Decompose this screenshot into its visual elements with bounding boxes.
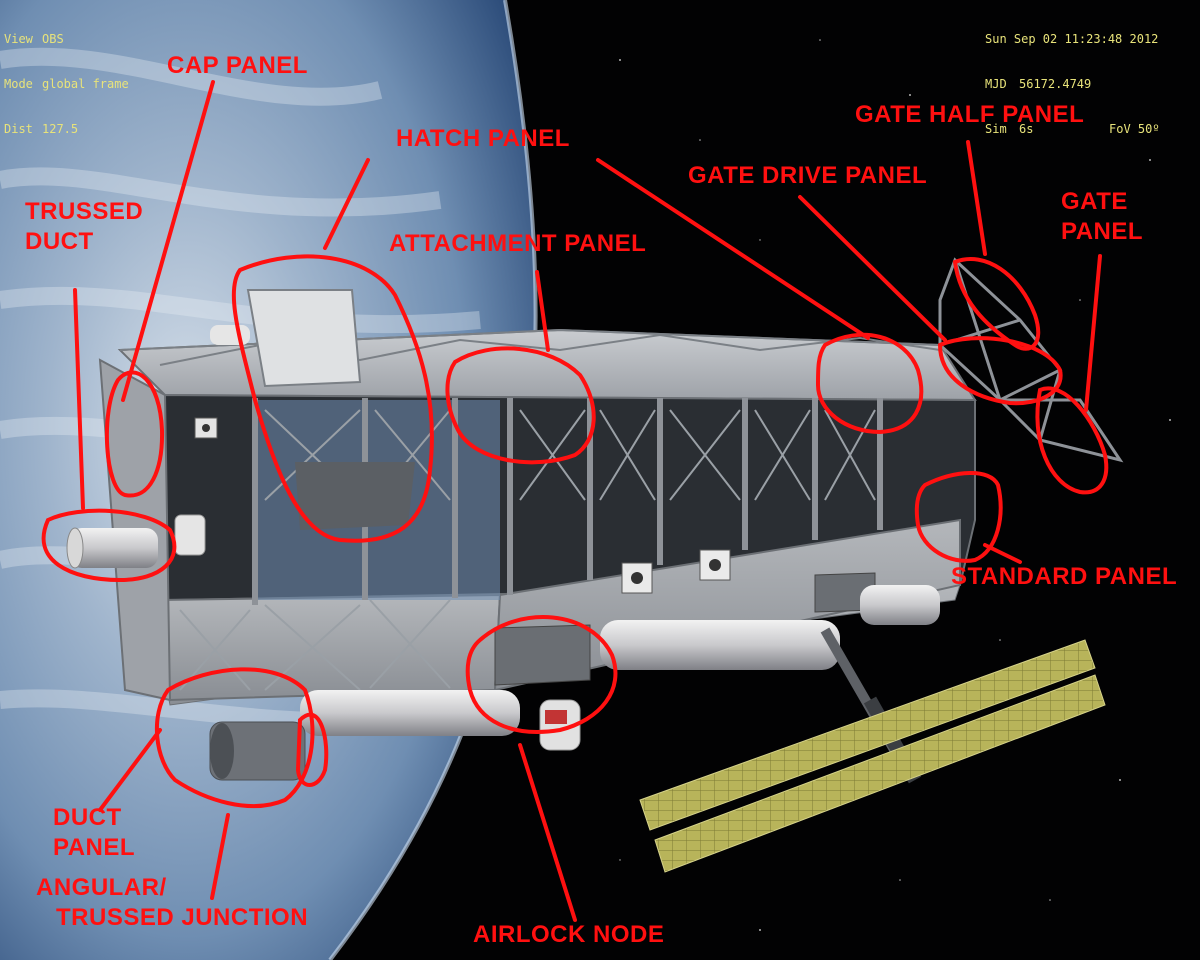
solar-arrays	[639, 639, 1106, 873]
hud-view-value: OBS	[42, 32, 64, 46]
hud-camera-info: View OBS Mode global frame Dist 127.5	[4, 2, 129, 167]
starfield	[619, 39, 1171, 931]
label-duct-panel: DUCT PANEL	[53, 803, 135, 863]
label-trussed-duct-line1: TRUSSED	[25, 198, 144, 225]
label-airlock-node: AIRLOCK NODE	[473, 921, 665, 948]
label-standard-panel: STANDARD PANEL	[951, 563, 1178, 590]
label-angular-line1: ANGULAR/	[36, 874, 167, 901]
label-attachment-panel: ATTACHMENT PANEL	[389, 230, 647, 257]
hud-datetime: Sun Sep 02 11:23:48 2012	[985, 32, 1159, 46]
hud-sim-key: Sim	[985, 122, 1007, 136]
hud-fov-key: FoV	[1109, 122, 1131, 136]
label-duct-panel-line2: PANEL	[53, 834, 136, 861]
label-gate-panel-line2: PANEL	[1061, 218, 1144, 245]
hud-dist-key: Dist	[4, 122, 33, 136]
label-gate-panel: GATE PANEL	[1061, 187, 1143, 247]
hud-mode-value: global frame	[42, 77, 129, 91]
hud-view-key: View	[4, 32, 33, 46]
label-cap-panel: CAP PANEL	[167, 52, 308, 79]
hud-sim-value: 6s	[1019, 122, 1034, 136]
hud-mode-key: Mode	[4, 77, 33, 91]
label-gate-drive-panel: GATE DRIVE PANEL	[688, 162, 928, 189]
label-trussed-duct: TRUSSED DUCT	[25, 197, 143, 257]
label-angular-line2: TRUSSED JUNCTION	[56, 904, 309, 931]
hud-mjd-key: MJD	[985, 77, 1007, 91]
label-angular-trussed-junction: ANGULAR/ TRUSSED JUNCTION	[36, 873, 308, 933]
hud-fov-value: 50º	[1137, 122, 1160, 136]
hud-time-info: Sun Sep 02 11:23:48 2012 MJD 56172.4749 S…	[985, 2, 1160, 167]
label-duct-panel-line1: DUCT	[53, 804, 122, 831]
label-gate-half-panel: GATE HALF PANEL	[855, 101, 1085, 128]
hud-dist-value: 127.5	[42, 122, 79, 136]
label-hatch-panel: HATCH PANEL	[396, 125, 570, 152]
hud-mjd-value: 56172.4749	[1019, 77, 1092, 91]
annotation-marks	[41, 80, 1109, 922]
label-trussed-duct-line2: DUCT	[25, 228, 94, 255]
label-gate-panel-line1: GATE	[1061, 188, 1128, 215]
